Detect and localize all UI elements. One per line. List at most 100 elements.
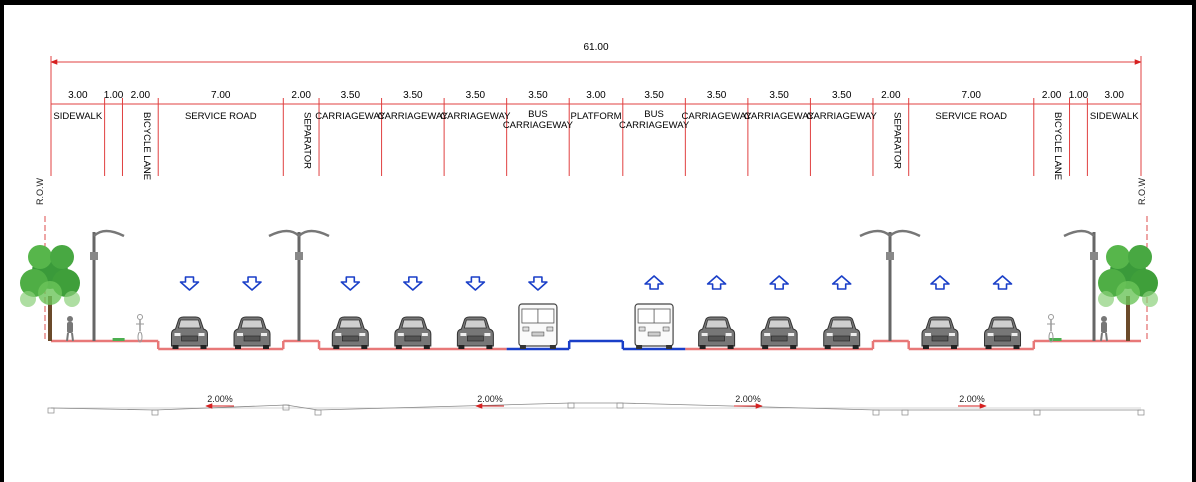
slope-label: 2.00% [477, 394, 503, 404]
cyclist-wheel [137, 331, 143, 343]
arrow-up-icon [992, 275, 1013, 290]
segment-name-label: SEPARATOR [302, 112, 313, 169]
slope-segment [317, 402, 572, 411]
segment-width-label: 3.50 [769, 90, 789, 101]
segment-width-label: 2.00 [1042, 90, 1062, 101]
segment-name-label: CARRIAGEWAY [619, 120, 690, 131]
row-label: R.O.W [1137, 177, 1147, 205]
lamp-pole [297, 232, 301, 341]
car-icon [921, 316, 959, 350]
slope-segment [285, 404, 319, 411]
arrow-up-icon [706, 275, 727, 290]
segment-name-label: SERVICE ROAD [935, 111, 1007, 122]
segment-width-label: 1.00 [104, 90, 124, 101]
person-head [67, 316, 73, 322]
person-head [1101, 316, 1107, 322]
segment-name-label: SERVICE ROAD [185, 111, 257, 122]
segment-width-label: 3.00 [586, 90, 606, 101]
slope-node [567, 402, 575, 409]
segment-name-label: CARRIAGEWAY [315, 111, 386, 122]
arrow-up-icon [831, 275, 852, 290]
segment-width-label: 3.50 [528, 90, 548, 101]
person-leg [1100, 332, 1103, 342]
segment-name-label: SEPARATOR [891, 112, 902, 169]
lamp-base-box [886, 252, 894, 260]
car-icon [760, 316, 798, 350]
segment-width-label: 2.00 [881, 90, 901, 101]
lamp-pole [888, 232, 892, 341]
lamp-arm [859, 229, 891, 238]
slope-node [1137, 409, 1145, 416]
bus-icon [634, 303, 674, 350]
lamp-post [1063, 229, 1098, 341]
segment-width-label: 3.00 [1104, 90, 1124, 101]
lamp-base-box [90, 252, 98, 260]
segment-name-label: CARRIAGEWAY [503, 120, 574, 131]
car-icon [233, 316, 271, 350]
segment-width-label: 3.50 [403, 90, 423, 101]
segment-width-label: 7.00 [211, 90, 231, 101]
segment-name-label: CARRIAGEWAY [744, 111, 815, 122]
slope-node [282, 404, 290, 411]
person-leg [71, 332, 74, 342]
slope-node [151, 409, 159, 416]
row-label: R.O.W [35, 177, 45, 205]
car-icon [456, 316, 494, 350]
segment-width-label: 7.00 [962, 90, 982, 101]
double-lamp-post [268, 229, 330, 341]
segment-name-label: SIDEWALK [53, 111, 102, 122]
slope-label: 2.00% [735, 394, 761, 404]
slope-segment [50, 407, 156, 411]
lamp-base-box [295, 252, 303, 260]
segment-width-label: 3.50 [341, 90, 361, 101]
lamp-arm [93, 229, 125, 238]
arrow-up-icon [769, 275, 789, 290]
segment-name-label: PLATFORM [570, 111, 621, 122]
person-body [1101, 322, 1107, 333]
segment-width-label: 2.00 [131, 90, 151, 101]
car-icon [170, 316, 208, 350]
segment-width-label: 3.00 [68, 90, 88, 101]
arrow-down-icon [403, 276, 423, 291]
cyclist-icon [136, 314, 144, 343]
person-body [67, 322, 73, 333]
slope-node [47, 407, 55, 414]
slope-node [1033, 409, 1041, 416]
car-icon [331, 316, 369, 350]
car-icon [698, 316, 736, 350]
lamp-base-box [1090, 252, 1098, 260]
slope-node [901, 409, 909, 416]
person-leg [66, 332, 69, 342]
total-width-label: 61.00 [583, 42, 608, 53]
bus-icon [518, 303, 558, 350]
slope-node [314, 409, 322, 416]
arrow-down-icon [242, 276, 262, 291]
arrow-down-icon [179, 276, 200, 291]
cyclist-head [1048, 314, 1054, 320]
segment-width-label: 3.50 [644, 90, 664, 101]
lamp-pole [1092, 232, 1096, 341]
car-icon [823, 316, 861, 350]
slope-segment [154, 404, 287, 411]
segment-name-label: BUS [528, 109, 548, 120]
arrow-down-icon [465, 276, 486, 291]
segment-name-label: CARRIAGEWAY [807, 111, 878, 122]
lamp-arm [1063, 229, 1095, 238]
lamp-arm [298, 229, 330, 238]
pedestrian-icon [1100, 316, 1108, 342]
segment-width-label: 1.00 [1069, 90, 1089, 101]
arrow-down-icon [340, 276, 361, 291]
segment-name-label: BUS [644, 109, 664, 120]
segment-width-label: 3.50 [832, 90, 852, 101]
pedestrian-icon [66, 316, 74, 342]
car-icon [984, 316, 1022, 350]
segment-name-label: BICYCLE LANE [1052, 112, 1063, 180]
lamp-arm [268, 229, 300, 238]
lamp-pole [92, 232, 96, 341]
segment-width-label: 2.00 [291, 90, 311, 101]
slope-node [616, 402, 624, 409]
segment-name-label: CARRIAGEWAY [440, 111, 511, 122]
car-icon [394, 316, 432, 350]
double-lamp-post [859, 229, 921, 341]
